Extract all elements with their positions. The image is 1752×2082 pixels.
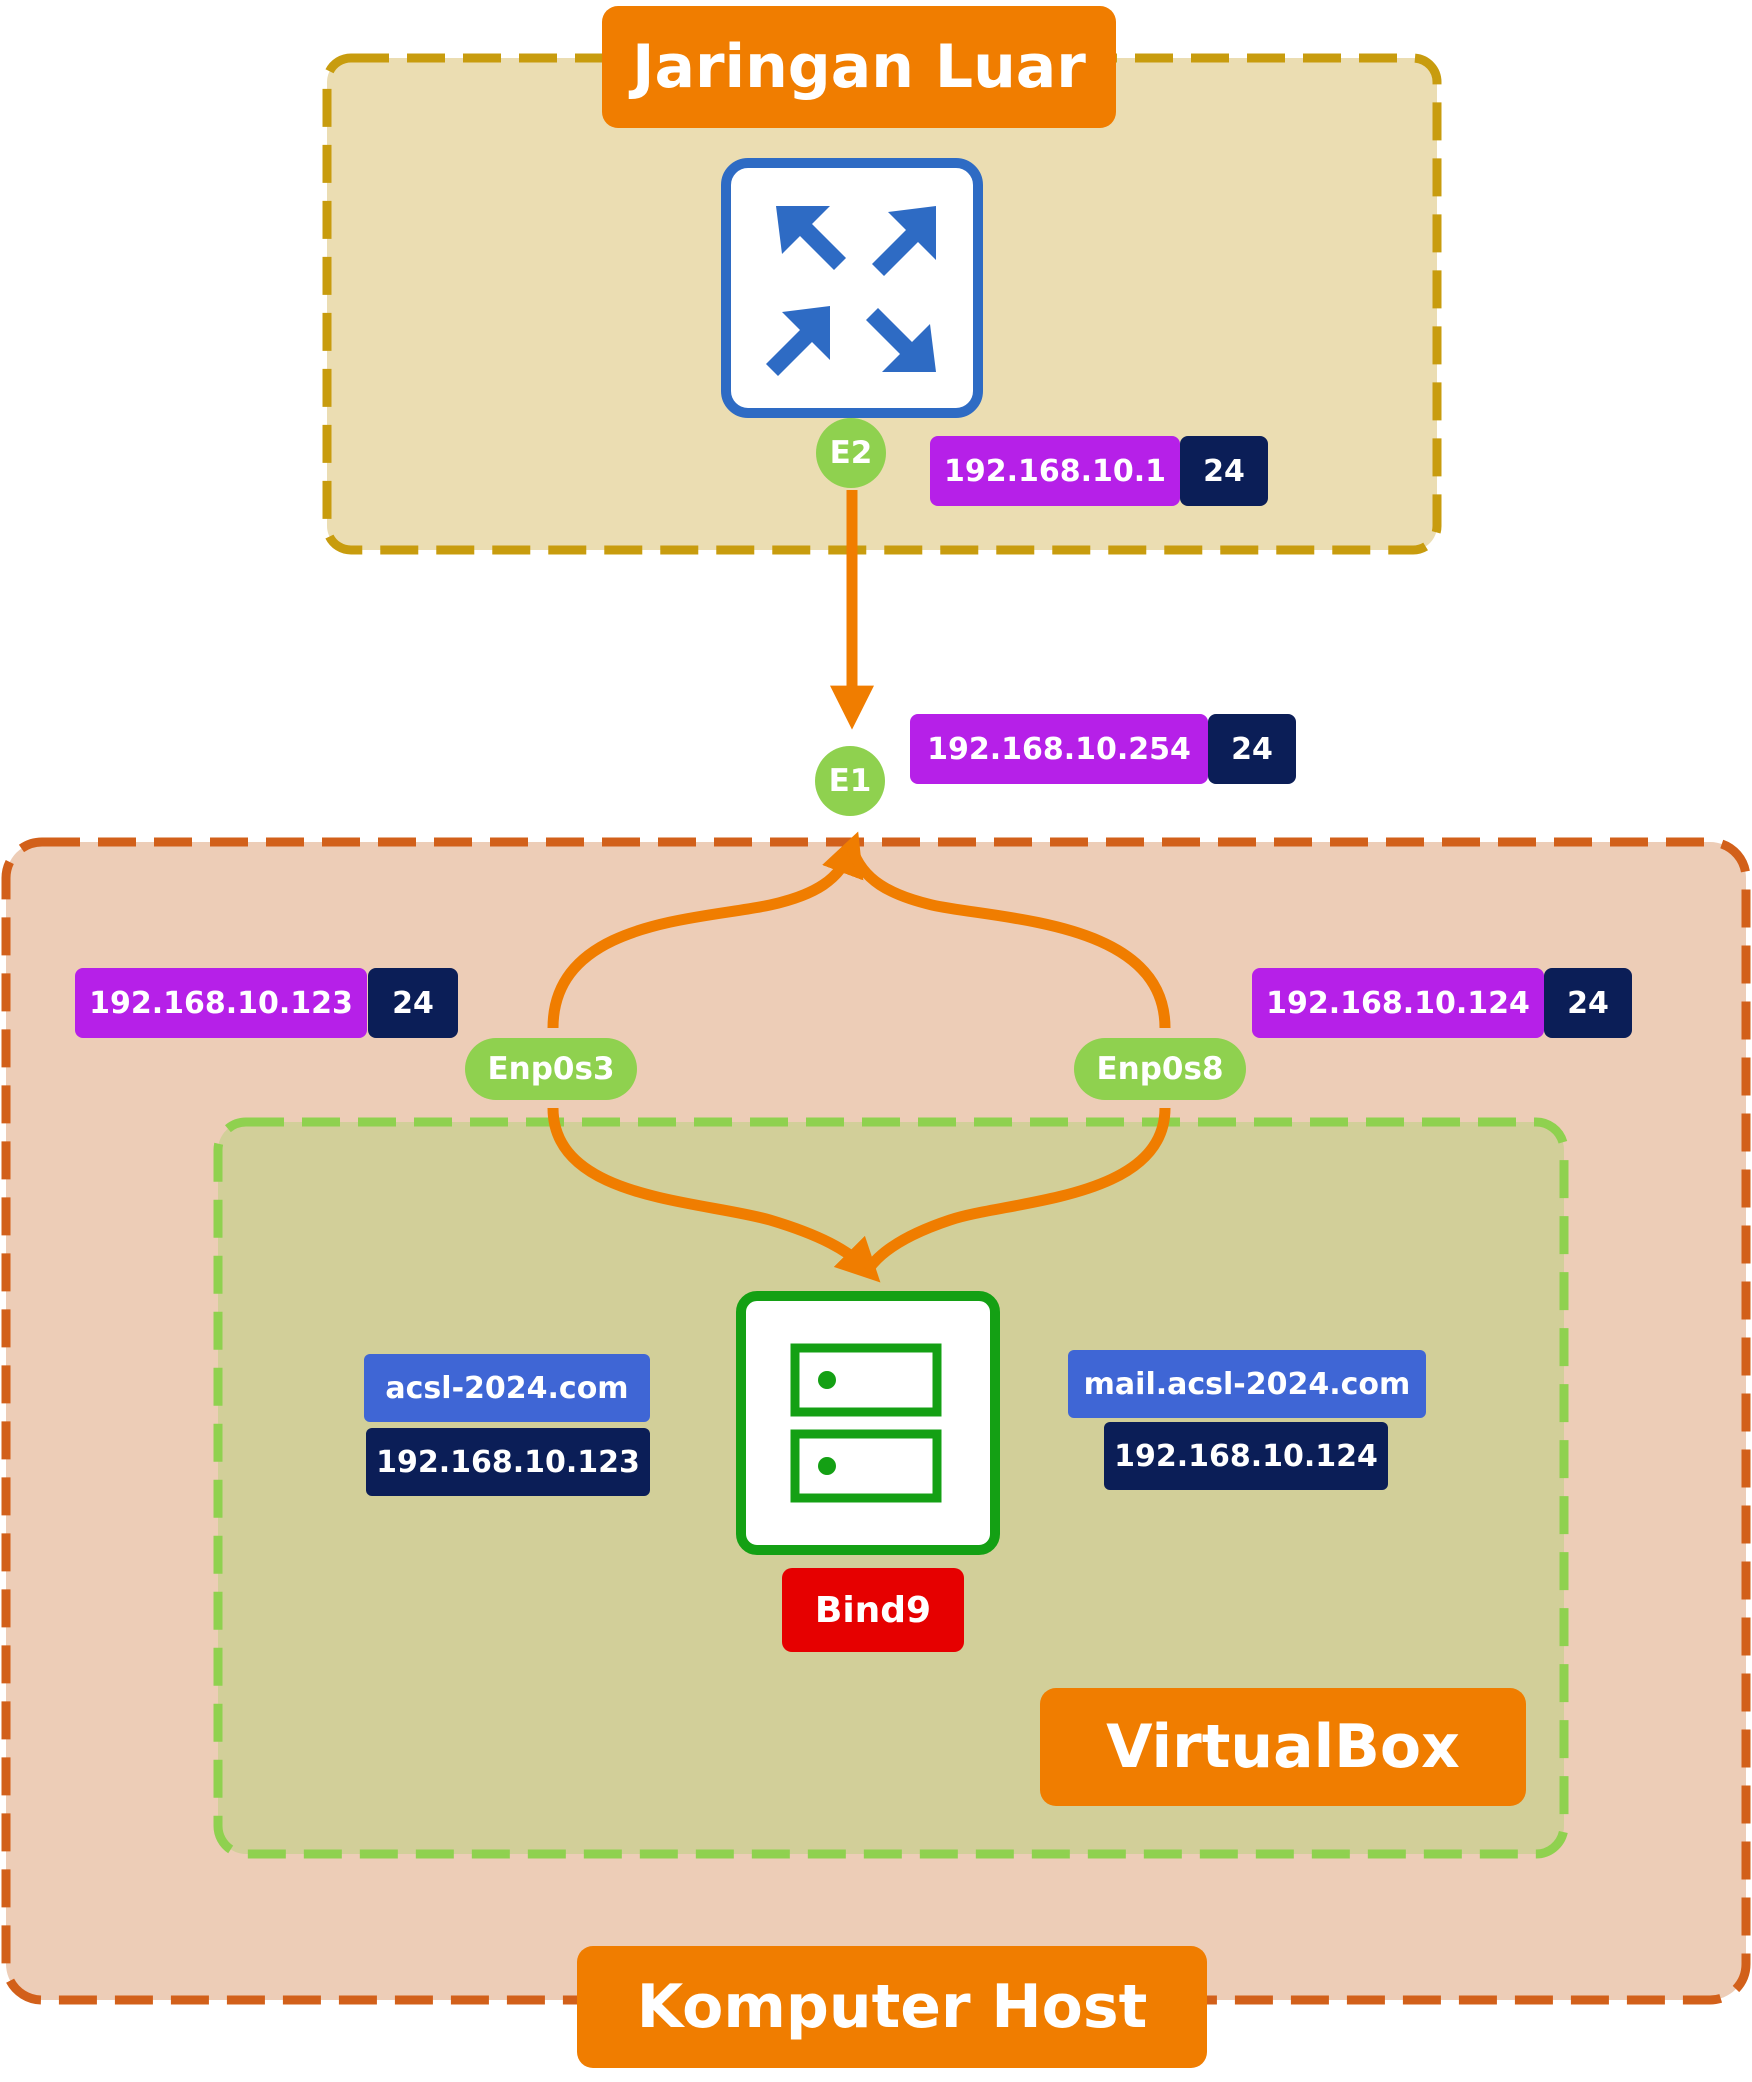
virtualbox-title: VirtualBox [1040,1688,1526,1806]
router-interface-e2: E2 [816,418,886,488]
host-subnet-mask: 24 [1208,714,1296,784]
enp0s8-to-server-link [863,1107,1171,1274]
enp0s3-subnet-mask: 24 [368,968,458,1038]
enp0s8-to-host-link [846,846,1171,1029]
dns-record-ip: 192.168.10.123 [366,1428,650,1496]
external-network-title: Jaringan Luar [602,6,1116,128]
enp0s3-to-server-link [547,1107,881,1283]
bind9-service-label: Bind9 [782,1568,964,1652]
host-ip-address: 192.168.10.254 [910,714,1208,784]
router-icon [721,158,983,418]
host-interface-e1: E1 [815,746,885,816]
enp0s3-ip-address: 192.168.10.123 [75,968,367,1038]
dns-record-ip: 192.168.10.124 [1104,1422,1388,1490]
dns-record-domain: mail.acsl-2024.com [1068,1350,1426,1418]
dns-record-domain: acsl-2024.com [364,1354,650,1422]
vm-interface-enp0s8: Enp0s8 [1074,1038,1246,1100]
router-subnet-mask: 24 [1180,436,1268,506]
vm-interface-enp0s3: Enp0s3 [465,1038,637,1100]
enp0s3-to-host-link [547,831,864,1029]
server-icon [736,1291,1000,1555]
host-computer-title: Komputer Host [577,1946,1207,2068]
router-ip-address: 192.168.10.1 [930,436,1180,506]
enp0s8-subnet-mask: 24 [1544,968,1632,1038]
enp0s8-ip-address: 192.168.10.124 [1252,968,1544,1038]
